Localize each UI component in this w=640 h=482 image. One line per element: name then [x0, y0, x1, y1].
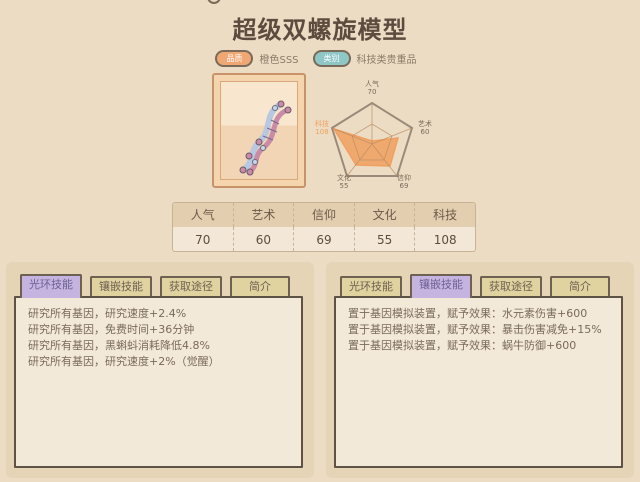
tab-intro[interactable]: 简介: [550, 276, 610, 296]
skill-line: 置于基因模拟装置，赋予效果：蜗牛防御+600: [348, 339, 577, 352]
inlay-skill-panel: 光环技能 镶嵌技能 获取途径 简介 置于基因模拟装置，赋予效果：水元素伤害+60…: [326, 262, 634, 478]
skill-line: 研究所有基因，研究速度+2%（觉醒）: [28, 355, 220, 368]
skill-line: 置于基因模拟装置，赋予效果：暴击伤害减免+15%: [348, 323, 602, 336]
quality-value: 橙色SSS: [259, 55, 299, 66]
dna-helix-icon: [239, 100, 292, 176]
stats-header-cell: 人气: [173, 203, 234, 227]
stats-header-cell: 文化: [355, 203, 416, 227]
tab-aura-skill[interactable]: 光环技能: [20, 274, 82, 298]
aura-skill-content: 研究所有基因，研究速度+2.4% 研究所有基因，免费时间+36分钟 研究所有基因…: [14, 296, 303, 468]
stats-table: 人气 艺术 信仰 文化 科技 70 60 69 55 108: [172, 202, 476, 252]
stats-header-cell: 科技: [433, 208, 458, 222]
tab-inlay-skill[interactable]: 镶嵌技能: [90, 276, 152, 296]
tab-intro[interactable]: 简介: [230, 276, 290, 296]
skill-line: 研究所有基因，免费时间+36分钟: [28, 323, 195, 336]
item-tags: 品质 橙色SSS 类别 科技类贵重品: [0, 50, 640, 67]
stats-value-cell: 70: [173, 227, 234, 251]
tab-aura-skill[interactable]: 光环技能: [340, 276, 402, 296]
stats-value-cell: 69: [294, 227, 355, 251]
aura-skill-panel: 光环技能 镶嵌技能 获取途径 简介 研究所有基因，研究速度+2.4% 研究所有基…: [6, 262, 314, 478]
skill-line: 研究所有基因，研究速度+2.4%: [28, 307, 187, 320]
tab-acquire-route[interactable]: 获取途径: [480, 276, 542, 296]
top-ring-ornament: [207, 0, 221, 4]
tab-inlay-skill[interactable]: 镶嵌技能: [410, 274, 472, 298]
category-badge: 类别: [312, 50, 351, 67]
skill-line: 置于基因模拟装置，赋予效果：水元素伤害+600: [348, 307, 588, 320]
stats-header-cell: 艺术: [234, 203, 295, 227]
stats-header-cell: 信仰: [294, 203, 355, 227]
panel-tabs: 光环技能 镶嵌技能 获取途径 简介: [20, 274, 290, 298]
stats-value-cell: 60: [234, 227, 295, 251]
tab-acquire-route[interactable]: 获取途径: [160, 276, 222, 296]
quality-badge: 品质: [215, 50, 254, 67]
stats-header-row: 人气 艺术 信仰 文化 科技: [173, 203, 475, 227]
skill-line: 研究所有基因，黑蝌蚪消耗降低4.8%: [28, 339, 210, 352]
stats-value-cell: 55: [355, 227, 416, 251]
radar-graph: [330, 101, 414, 177]
inlay-skill-content: 置于基因模拟装置，赋予效果：水元素伤害+600 置于基因模拟装置，赋予效果：暴击…: [334, 296, 623, 468]
stats-value-cell: 108: [433, 233, 457, 247]
page-title: 超级双螺旋模型: [232, 16, 408, 44]
category-value: 科技类贵重品: [356, 55, 417, 66]
item-card-frame: [220, 81, 298, 180]
panel-tabs: 光环技能 镶嵌技能 获取途径 简介: [340, 274, 610, 298]
item-card: [212, 73, 306, 188]
stats-value-row: 70 60 69 55 108: [173, 227, 475, 251]
